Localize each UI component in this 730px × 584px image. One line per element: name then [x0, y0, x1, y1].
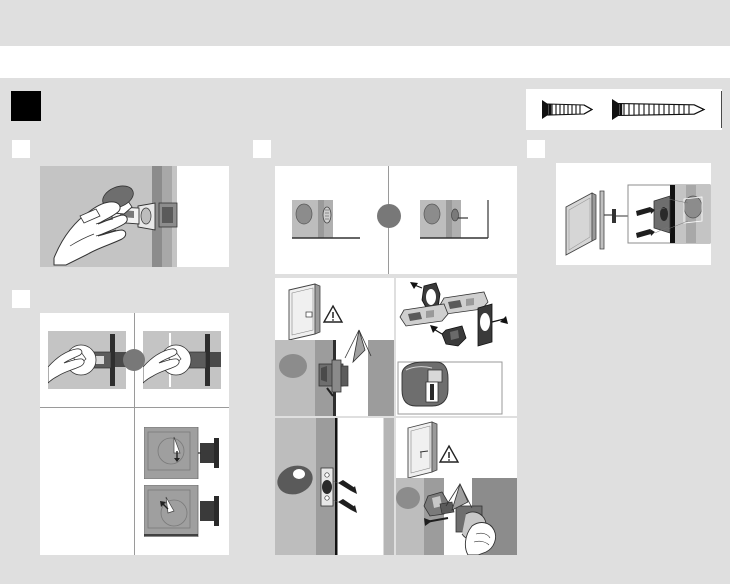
comparison-center-dot — [123, 349, 145, 371]
screws-legend-icons — [542, 99, 706, 120]
step-marker-1 — [11, 91, 41, 121]
panel-hand-inserting-latch — [40, 166, 229, 267]
strike-plate-screws-icon — [275, 418, 394, 555]
warning-triangle-icon — [322, 304, 344, 323]
header-band — [0, 0, 730, 46]
panel-latch-install-warning — [275, 278, 394, 416]
grid-divider-horizontal — [40, 407, 229, 408]
cover-plate-install-icon — [565, 184, 711, 256]
door-latch-install-icon — [275, 283, 394, 416]
hand-turning-latch-left-icon — [48, 334, 126, 386]
step-marker-c — [253, 140, 271, 158]
screw-icon-upper — [338, 480, 357, 494]
hand-installing-cylinder-icon — [396, 421, 517, 555]
hand-turning-latch-right-icon — [143, 333, 221, 387]
lock-cylinder-exploded-icon — [397, 282, 508, 415]
door-bore-view-left — [292, 200, 364, 240]
latch-detail-view-1 — [144, 427, 220, 479]
legend-divider-rule — [721, 91, 722, 128]
panel-latch-orientation-compare — [40, 313, 229, 555]
step-marker-b — [12, 290, 30, 308]
compare-center-dot — [377, 204, 401, 228]
door-edge-dark — [152, 166, 162, 267]
screws-legend — [526, 89, 722, 130]
header-white-band — [0, 46, 730, 78]
screw-icon-upper — [636, 207, 655, 216]
screw-icon-lower — [338, 499, 357, 513]
subpanel-latch-left-hand — [48, 331, 126, 389]
hand-with-latch-icon — [53, 185, 178, 266]
grid-divider-vertical — [134, 313, 135, 555]
step-marker-a — [12, 140, 30, 158]
long-screw-icon — [612, 99, 706, 120]
latch-detail-view-2 — [144, 485, 220, 537]
warning-triangle-icon — [438, 444, 460, 463]
panel-cylinder-exploded — [396, 278, 517, 416]
subpanel-latch-right-hand — [143, 331, 221, 389]
panel-cover-plate-install — [556, 163, 711, 265]
door-bore-view-right — [420, 200, 492, 240]
panel-strike-screws — [275, 418, 394, 555]
short-screw-icon — [542, 100, 594, 119]
screw-icon-lower — [636, 229, 655, 238]
step-marker-d — [527, 140, 545, 158]
panel-cylinder-install-warning — [396, 418, 517, 555]
panel-door-prep-compare — [275, 166, 517, 274]
